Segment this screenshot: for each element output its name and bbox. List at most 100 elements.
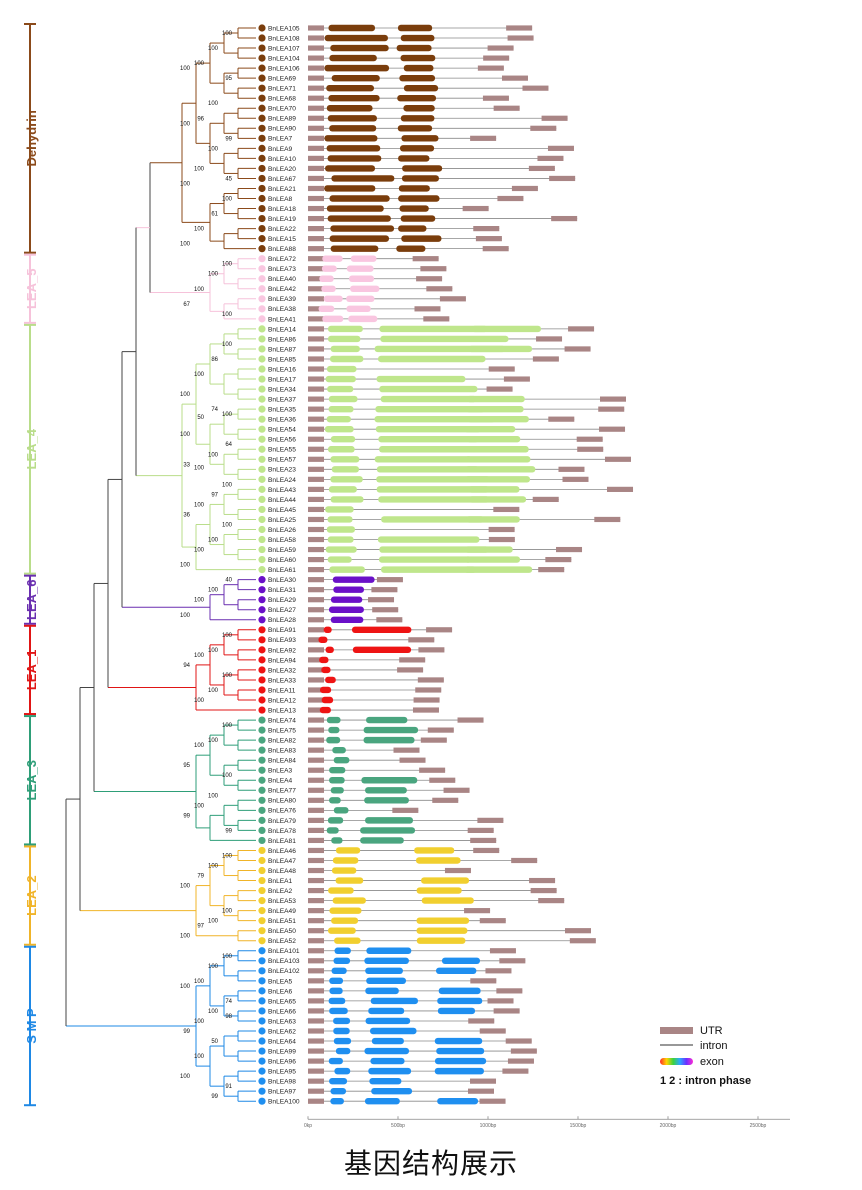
gene-marker-dot: [258, 285, 266, 293]
gene-name: BnLEA30: [268, 577, 296, 584]
bootstrap-value: 100: [222, 262, 233, 268]
bootstrap-value: 100: [194, 61, 205, 67]
utr-5-block: [308, 486, 324, 492]
bootstrap-value: 97: [197, 924, 204, 930]
exon-block: [318, 305, 335, 313]
utr-3-block: [467, 1088, 494, 1094]
bootstrap-value: 50: [197, 415, 204, 421]
utr-5-block: [308, 797, 324, 803]
gene-marker-dot: [258, 716, 266, 724]
exon-block: [403, 64, 434, 72]
exon-block: [328, 726, 340, 734]
utr-3-block: [482, 246, 509, 252]
gene-name: BnLEA33: [268, 677, 296, 684]
bootstrap-value: 100: [194, 803, 205, 809]
exon-block: [360, 837, 404, 844]
utr-3-block: [483, 55, 510, 61]
exon-block: [399, 145, 435, 152]
gene-marker-dot: [258, 576, 266, 584]
gene-marker-dot: [258, 365, 266, 373]
bootstrap-value: 100: [194, 653, 205, 659]
utr-5-block: [308, 45, 324, 51]
exon-block: [331, 867, 357, 874]
gene-marker-dot: [258, 305, 266, 313]
utr-3-block: [522, 85, 549, 91]
utr-5-block: [308, 366, 324, 372]
exon-block: [346, 265, 374, 272]
utr-3-block: [397, 667, 424, 673]
utr-5-block: [308, 657, 324, 663]
utr-5-block: [308, 898, 324, 904]
gene-name: BnLEA2: [268, 888, 293, 895]
utr-3-block: [488, 526, 515, 533]
gene-name: BnLEA11: [268, 687, 296, 694]
gene-marker-dot: [258, 495, 266, 504]
exon-block: [327, 536, 354, 543]
exon-block: [402, 165, 443, 172]
gene-name: BnLEA10: [268, 156, 296, 163]
exon-block: [364, 1098, 400, 1105]
gene-name: BnLEA70: [268, 106, 296, 113]
utr-3-block: [532, 356, 559, 362]
exon-block: [360, 827, 416, 834]
exon-block: [464, 546, 513, 553]
exon-block: [368, 1067, 412, 1075]
exon-block: [334, 947, 351, 954]
exon-block: [330, 456, 360, 463]
utr-3-block: [468, 1018, 495, 1024]
gene-name: BnLEA79: [268, 818, 296, 825]
exon-block: [324, 64, 390, 72]
utr-5-block: [308, 667, 324, 673]
bootstrap-value: 100: [180, 563, 191, 569]
bootstrap-value: 100: [222, 673, 233, 679]
exon-block: [438, 987, 481, 995]
gene-name: BnLEA85: [268, 356, 296, 363]
bootstrap-value: 100: [194, 743, 205, 749]
exon-block: [329, 195, 390, 202]
exon-block: [325, 375, 356, 383]
utr-3-block: [423, 316, 450, 322]
gene-name: BnLEA15: [268, 236, 296, 243]
exon-block: [371, 1087, 413, 1095]
phylogenetic-tree: 1001001001009510096100991001001001006110…: [65, 27, 256, 1102]
gene-name-column: BnLEA105BnLEA108BnLEA107BnLEA104BnLEA106…: [258, 24, 300, 1106]
exon-block: [464, 426, 516, 433]
utr-5-block: [308, 65, 324, 71]
utr-3-block: [507, 35, 534, 41]
gene-marker-dot: [258, 826, 266, 835]
utr-5-block: [308, 918, 324, 924]
gene-marker-dot: [258, 255, 266, 263]
gene-name: BnLEA93: [268, 637, 296, 644]
exon-block: [376, 466, 479, 473]
gene-name: BnLEA90: [268, 126, 296, 133]
bootstrap-value: 100: [194, 372, 205, 378]
gene-marker-dot: [258, 967, 266, 975]
gene-marker-dot: [258, 566, 266, 574]
utr-3-block: [496, 988, 523, 994]
bootstrap-value: 100: [180, 181, 191, 187]
utr-5-block: [308, 296, 324, 302]
gene-structure-figure: 1001001001009510096100991001001001006110…: [24, 23, 790, 1129]
exon-block: [329, 767, 346, 774]
utr-5-block: [308, 747, 324, 753]
gene-marker-dot: [258, 245, 266, 253]
bootstrap-value: 96: [197, 116, 204, 122]
exon-block: [378, 556, 472, 563]
utr-3-block: [506, 25, 533, 31]
exon-block: [364, 797, 409, 804]
gene-marker-dot: [258, 545, 266, 554]
utr-5-block: [308, 877, 324, 884]
exon-block: [328, 95, 380, 102]
gene-marker-dot: [258, 295, 266, 303]
gene-marker-dot: [258, 836, 266, 845]
gene-marker-dot: [258, 586, 266, 594]
utr-3-block: [499, 958, 526, 964]
gene-marker-dot: [258, 555, 266, 564]
exon-block: [319, 706, 331, 714]
utr-5-block: [308, 787, 324, 793]
gene-name: BnLEA58: [268, 537, 296, 544]
utr-3-block: [426, 627, 453, 633]
exon-block: [330, 596, 363, 603]
gene-marker-dot: [258, 465, 266, 473]
exon-block: [333, 957, 351, 964]
